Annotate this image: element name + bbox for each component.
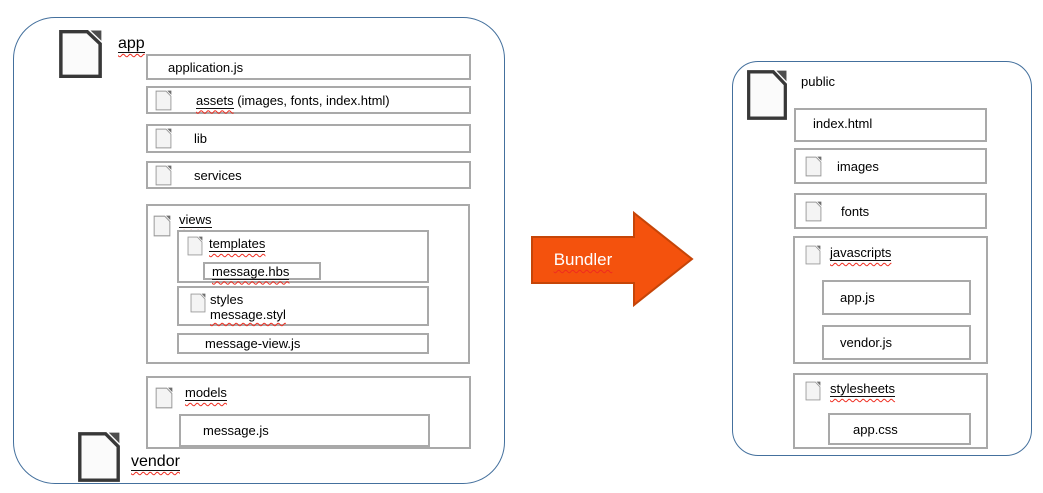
folder-box-lib: lib [146,124,471,153]
file-box-vendor-js: vendor.js [822,325,971,360]
folder-label: services [194,167,242,183]
file-label: message.js [203,423,269,438]
document-icon [187,236,203,256]
folder-label-app: app [118,35,145,53]
document-icon [190,293,206,313]
folder-label-public: public [801,74,835,89]
folder-label: fonts [841,203,870,219]
folder-box-fonts: fonts [794,193,987,229]
file-label-message-styl: message.styl [210,307,286,322]
folder-label-styles: styles [210,292,244,307]
folder-box-views: views templates message.hbs styles messa… [146,204,470,364]
arrow-shape [531,210,694,308]
document-icon [805,201,822,222]
folder-box-assets: assets (images, fonts, index.html) [146,86,471,114]
document-icon [155,165,172,186]
file-box-index-html: index.html [794,108,987,142]
document-icon [805,381,821,401]
folder-label: lib [194,131,208,146]
file-box-message-view-js: message-view.js [177,333,429,354]
folder-label-views: views [179,212,212,228]
bundler-arrow [531,210,694,308]
folder-box-images: images [794,148,987,184]
folder-label-app-text: app [118,35,145,53]
bundler-label-wrap: Bundler [532,237,634,283]
file-label: application.js [168,59,244,75]
styles-text-block: styles message.styl [210,288,427,322]
folder-label-stylesheets: stylesheets [830,381,896,397]
file-label: app.css [853,421,898,437]
folder-box-javascripts: javascripts app.js vendor.js [793,236,988,364]
file-label: vendor.js [840,335,893,350]
file-label: message.hbs [212,263,290,280]
document-icon [805,245,821,265]
file-label: message-view.js [205,336,301,351]
folder-box-models: models message.js [146,376,471,449]
bundler-label: Bundler [553,250,613,269]
source-panel: app application.js assets (images, fonts… [13,17,505,484]
folder-box-stylesheets: stylesheets app.css [793,373,988,449]
document-icon [77,431,121,483]
file-box-message-js: message.js [179,414,430,447]
folder-box-templates: templates message.hbs [177,230,429,283]
file-box-application-js: application.js [146,54,471,80]
document-icon [58,29,103,79]
file-box-app-js: app.js [822,280,971,315]
folder-label-templates: templates [209,236,266,252]
output-panel: public index.html images fonts javascrip… [732,61,1032,456]
file-label: index.html [813,116,873,131]
document-icon [153,215,171,237]
file-box-message-hbs: message.hbs [203,262,321,280]
folder-label: images [837,158,879,174]
document-icon [746,69,788,121]
file-label: app.js [840,290,875,305]
folder-box-styles: styles message.styl [177,286,429,326]
document-icon [155,387,173,409]
folder-label-models: models [185,385,227,401]
folder-label-javascripts: javascripts [830,245,892,261]
document-icon [155,90,172,111]
folder-label: assets (images, fonts, index.html) [196,92,390,109]
folder-box-services: services [146,161,471,189]
file-box-app-css: app.css [828,413,971,445]
document-icon [155,128,172,149]
document-icon [805,156,822,177]
folder-label-vendor: vendor [131,453,180,471]
